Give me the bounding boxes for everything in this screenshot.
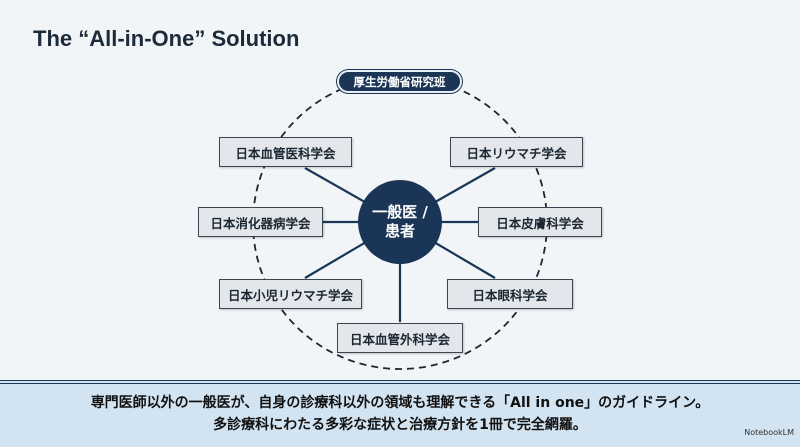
center-label-line1: 一般医 /: [372, 202, 428, 221]
society-gastroenterology: 日本消化器病学会: [198, 207, 323, 237]
slide-title: The “All-in-One” Solution: [33, 26, 300, 51]
footer-banner: 専門医師以外の一般医が、自身の診療科以外の領域も理解できる「All in one…: [0, 380, 800, 447]
society-dermatology: 日本皮膚科学会: [478, 207, 602, 237]
society-pediatric-rheumatology: 日本小児リウマチ学会: [219, 279, 362, 309]
center-hub: 一般医 / 患者: [358, 180, 442, 264]
footer-line-2: 多診療科にわたる多彩な症状と治療方針を1冊で完全網羅。: [213, 417, 587, 433]
research-group-label: 厚生労働省研究班: [337, 70, 462, 93]
center-label-line2: 患者: [384, 222, 415, 240]
society-vascular-surgery: 日本血管外科学会: [337, 323, 463, 353]
notebooklm-badge: NotebookLM: [744, 428, 794, 437]
society-ophthalmology: 日本眼科学会: [447, 279, 573, 309]
society-vascular-medicine: 日本血管医科学会: [219, 137, 352, 167]
footer-line-1: 専門医師以外の一般医が、自身の診療科以外の領域も理解できる「All in one…: [90, 395, 710, 411]
society-rheumatology: 日本リウマチ学会: [450, 137, 583, 167]
